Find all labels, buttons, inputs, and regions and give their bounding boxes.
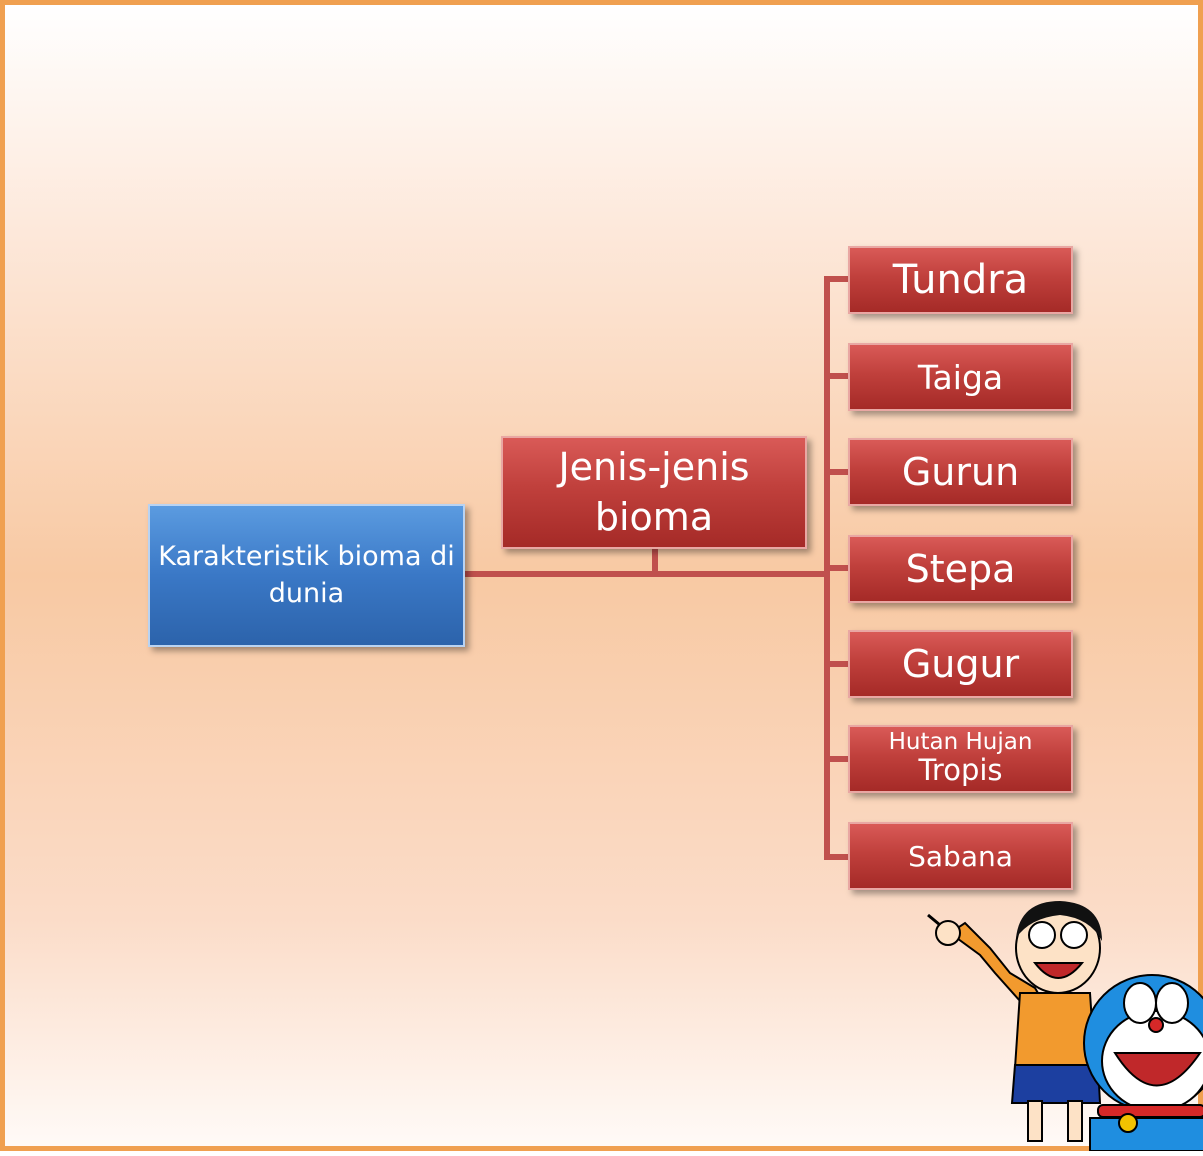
leaf-label: Stepa <box>905 547 1016 591</box>
middle-node: Jenis-jenis bioma <box>501 436 807 549</box>
leaf-node-taiga: Taiga <box>848 343 1073 411</box>
leaf-label: Sabana <box>908 839 1013 873</box>
root-node-label: Karakteristik bioma di dunia <box>158 541 455 609</box>
leaf-node-sabana: Sabana <box>848 822 1073 890</box>
boy-figure <box>927 901 1102 1142</box>
leaf-node-stepa: Stepa <box>848 535 1073 603</box>
leaf-label-line1: Hutan Hujan <box>888 729 1033 756</box>
root-node: Karakteristik bioma di dunia <box>148 504 465 647</box>
leaf-node-gugur: Gugur <box>848 630 1073 698</box>
leaf-label: Taiga <box>917 357 1004 397</box>
leaf-label: Gugur <box>901 642 1020 686</box>
cartoon-characters-illustration <box>927 901 1203 1151</box>
robot-cat-figure <box>1083 974 1203 1151</box>
leaf-node-tundra: Tundra <box>848 246 1073 314</box>
connector-lines <box>462 276 851 860</box>
leaf-label: Tundra <box>892 257 1029 303</box>
leaf-label-line2: Tropis <box>918 753 1003 788</box>
leaf-node-hutan-hujan-tropis: Hutan Hujan Tropis <box>848 725 1073 793</box>
middle-node-label: Jenis-jenis bioma <box>558 445 750 539</box>
leaf-node-gurun: Gurun <box>848 438 1073 506</box>
leaf-label: Gurun <box>901 450 1020 494</box>
